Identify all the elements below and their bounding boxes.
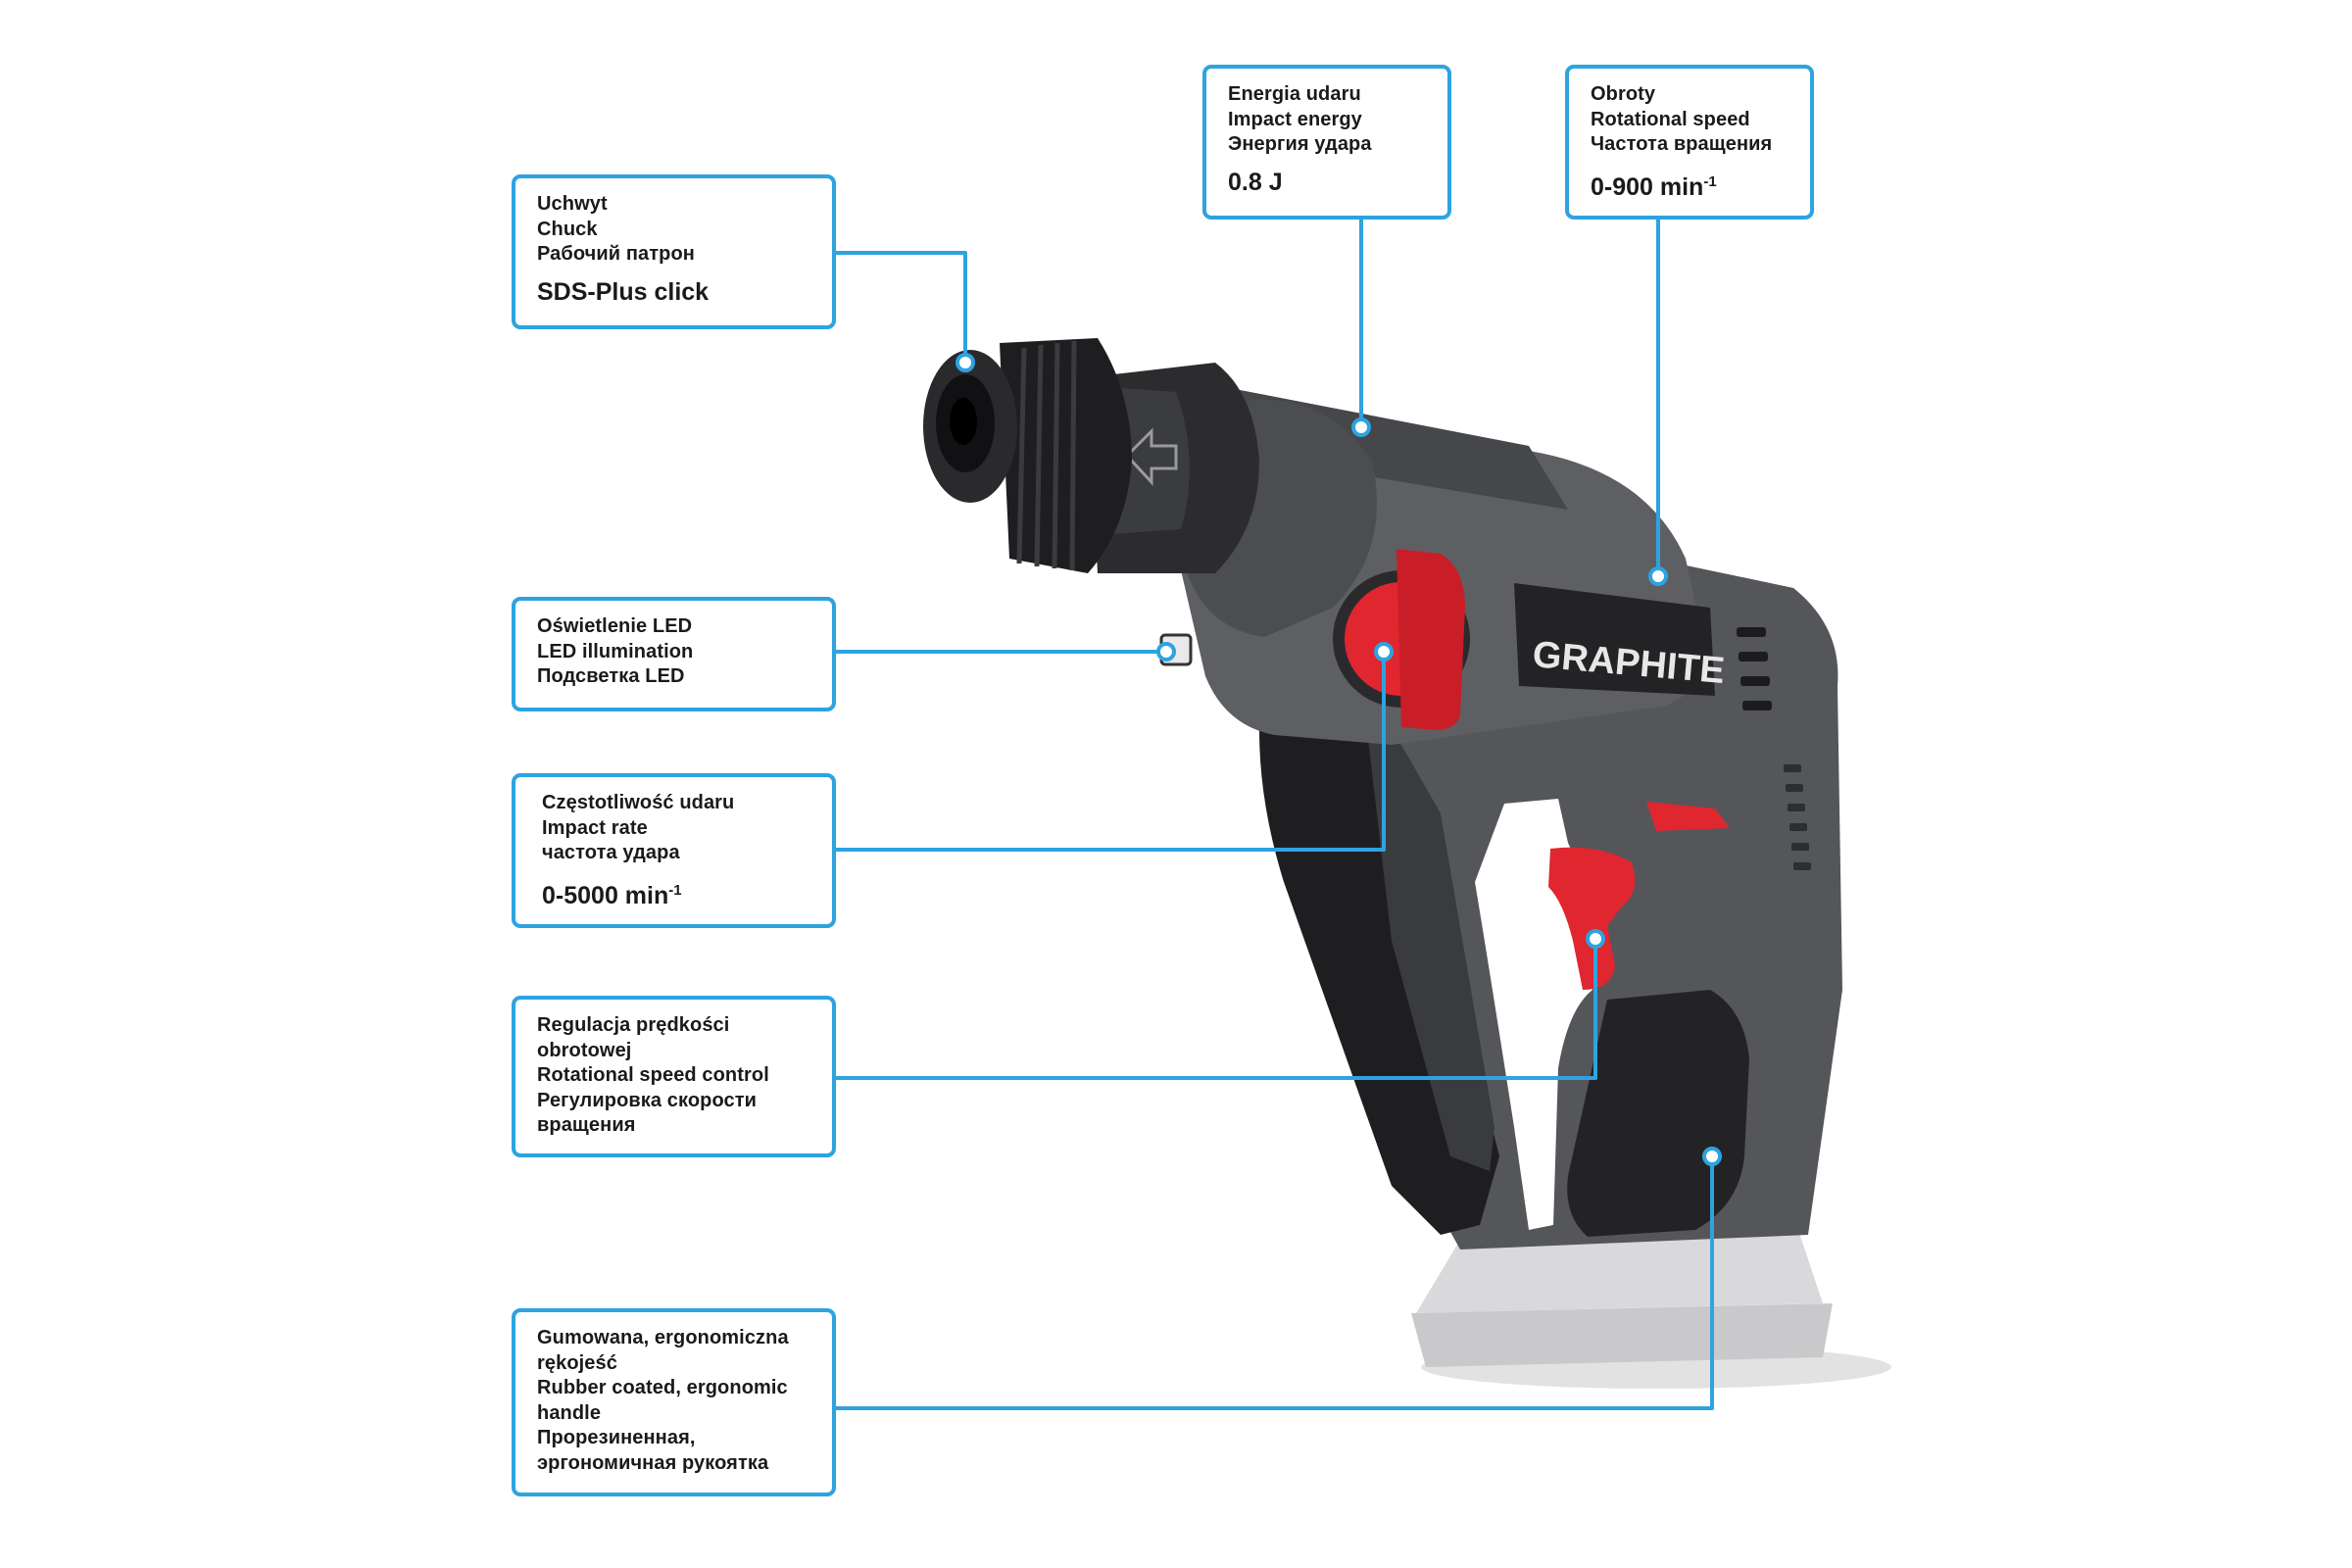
impact-rate-value: 0-5000 min-1 [542, 876, 810, 910]
handle-line-1: Gumowana, ergonomiczna [537, 1327, 789, 1348]
impact-rate-label-en: Impact rate [542, 816, 648, 839]
handle-line-2: rękojeść [537, 1351, 617, 1374]
leader-speed-control [836, 939, 1597, 1080]
callout-chuck: Uchwyt Chuck Рабочий патрон SDS-Plus cli… [512, 174, 836, 329]
led-label-ru: Подсветка LED [537, 665, 685, 687]
speed-value-text: 0-900 min [1591, 172, 1704, 201]
callout-speed: Obroty Rotational speed Частота вращения… [1565, 65, 1814, 220]
impact-energy-label-ru: Энергия удара [1228, 133, 1372, 155]
impact-rate-label-ru: частота удара [542, 842, 680, 863]
impact-energy-label-pl: Energia udaru [1228, 83, 1361, 105]
leader-chuck [836, 251, 967, 363]
callout-speed-control: Regulacja prędkości obrotowej Rotational… [512, 996, 836, 1157]
marker-impact-energy [1351, 417, 1371, 437]
impact-energy-value: 0.8 J [1228, 168, 1283, 196]
chuck-label-ru: Рабочий патрон [537, 243, 695, 265]
chuck-assembly [923, 338, 1377, 637]
impact-energy-label-en: Impact energy [1228, 108, 1362, 130]
marker-impact-rate [1374, 642, 1394, 662]
chuck-label-en: Chuck [537, 218, 598, 240]
chuck-value: SDS-Plus click [537, 277, 710, 306]
marker-chuck [956, 353, 975, 372]
impact-rate-value-text: 0-5000 min [542, 881, 669, 909]
marker-led [1156, 642, 1176, 662]
handle-line-4: handle [537, 1401, 602, 1424]
speed-control-line-2: obrotowej [537, 1039, 632, 1061]
callout-led: Oświetlenie LED LED illumination Подсвет… [512, 597, 836, 711]
callout-impact-energy: Energia udaru Impact energy Энергия удар… [1202, 65, 1451, 220]
leader-markers [956, 353, 1722, 1166]
chuck-label-pl: Uchwyt [537, 193, 608, 215]
leader-handle [836, 1156, 1714, 1410]
handle-line-6: эргономичная рукоятка [537, 1451, 769, 1474]
marker-speed [1648, 566, 1668, 586]
marker-speed-control [1586, 929, 1605, 949]
handle-line-5: Прорезиненная, [537, 1427, 696, 1448]
speed-control-line-1: Regulacja prędkości [537, 1014, 730, 1036]
speed-control-line-4: Регулировка скорости [537, 1089, 758, 1111]
led-label-en: LED illumination [537, 640, 694, 662]
speed-label-en: Rotational speed [1591, 108, 1750, 130]
callout-handle: Gumowana, ergonomiczna rękojeść Rubber c… [512, 1308, 836, 1496]
speed-value: 0-900 min-1 [1591, 168, 1788, 202]
base-plate [1411, 1230, 1833, 1367]
handle-line-3: Rubber coated, ergonomic [537, 1377, 788, 1398]
speed-label-pl: Obroty [1591, 83, 1656, 105]
leader-lines [836, 218, 1714, 1410]
impact-rate-value-sup: -1 [668, 881, 682, 899]
callout-impact-rate: Częstotliwość udaru Impact rate частота … [512, 773, 836, 928]
speed-control-line-5: вращения [537, 1114, 636, 1136]
marker-handle [1702, 1147, 1722, 1166]
leader-impact-rate [836, 652, 1386, 852]
speed-control-line-3: Rotational speed control [537, 1064, 769, 1086]
impact-rate-label-pl: Częstotliwość udaru [542, 792, 735, 813]
speed-label-ru: Частота вращения [1591, 133, 1773, 155]
led-label-pl: Oświetlenie LED [537, 615, 693, 637]
speed-value-sup: -1 [1703, 172, 1717, 190]
